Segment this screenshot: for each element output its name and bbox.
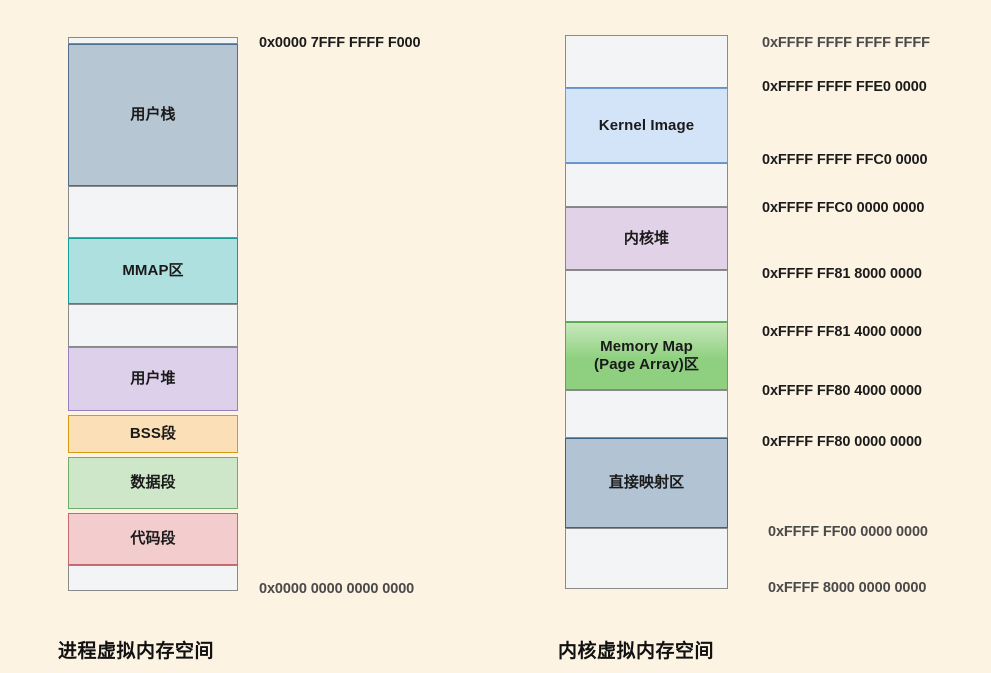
memory-block-data-segment: 数据段	[68, 457, 238, 509]
memory-block-user-heap: 用户堆	[68, 347, 238, 411]
address-label-addr-ffc0: 0xFFFF FFC0 0000 0000	[762, 200, 925, 216]
memory-block-label-kernel-heap: 内核堆	[623, 229, 670, 247]
memory-block-label-user-heap: 用户堆	[130, 370, 176, 388]
address-label-addr-ff80-0000: 0xFFFF FF80 0000 0000	[762, 434, 922, 450]
column-caption-kernel-virtual-memory: 内核虚拟内存空间	[558, 641, 715, 662]
memory-block-gap-top	[565, 35, 728, 88]
address-label-addr-ff81-8000: 0xFFFF FF81 8000 0000	[762, 266, 922, 282]
memory-block-gap-2	[565, 270, 728, 322]
address-label-addr-ffc0-low: 0xFFFF FFFF FFC0 0000	[762, 152, 928, 168]
memory-block-label-direct-mapping: 直接映射区	[608, 474, 685, 492]
memory-block-label-mmap-area: MMAP区	[122, 262, 184, 280]
memory-block-label-memory-map: Memory Map (Page Array)区	[594, 338, 699, 373]
address-label-addr-zero: 0x0000 0000 0000 0000	[259, 581, 415, 597]
memory-block-bss-segment: BSS段	[68, 415, 238, 453]
memory-block-user-stack: 用户栈	[68, 44, 238, 186]
column-caption-process-virtual-memory: 进程虚拟内存空间	[58, 641, 215, 662]
memory-block-label-data-segment: 数据段	[130, 474, 176, 492]
memory-block-mmap-area: MMAP区	[68, 238, 238, 304]
memory-block-gap-2	[68, 304, 238, 347]
address-label-addr-8000: 0xFFFF 8000 0000 0000	[768, 580, 927, 596]
memory-block-label-text-segment: 代码段	[130, 530, 176, 548]
memory-block-gap-3	[565, 390, 728, 438]
address-label-addr-top: 0xFFFF FFFF FFFF FFFF	[762, 35, 930, 51]
memory-block-text-segment: 代码段	[68, 513, 238, 565]
memory-block-gap-bottom	[565, 528, 728, 589]
address-label-addr-ff80-4000: 0xFFFF FF80 4000 0000	[762, 383, 922, 399]
address-label-addr-ff81-4000: 0xFFFF FF81 4000 0000	[762, 324, 922, 340]
memory-block-top-sliver	[68, 37, 238, 44]
memory-block-memory-map: Memory Map (Page Array)区	[565, 322, 728, 390]
memory-block-gap-1	[68, 186, 238, 238]
memory-block-label-user-stack: 用户栈	[130, 106, 176, 124]
memory-block-label-bss-segment: BSS段	[129, 425, 177, 443]
memory-block-kernel-image: Kernel Image	[565, 88, 728, 163]
memory-block-direct-mapping: 直接映射区	[565, 438, 728, 528]
memory-block-gap-3	[68, 565, 238, 591]
memory-block-gap-1	[565, 163, 728, 207]
address-label-addr-ff00: 0xFFFF FF00 0000 0000	[768, 524, 928, 540]
memory-block-kernel-heap: 内核堆	[565, 207, 728, 270]
memory-block-label-kernel-image: Kernel Image	[598, 116, 695, 134]
address-label-addr-stack-top: 0x0000 7FFF FFFF F000	[259, 35, 421, 51]
address-label-addr-ffe0: 0xFFFF FFFF FFE0 0000	[762, 79, 927, 95]
